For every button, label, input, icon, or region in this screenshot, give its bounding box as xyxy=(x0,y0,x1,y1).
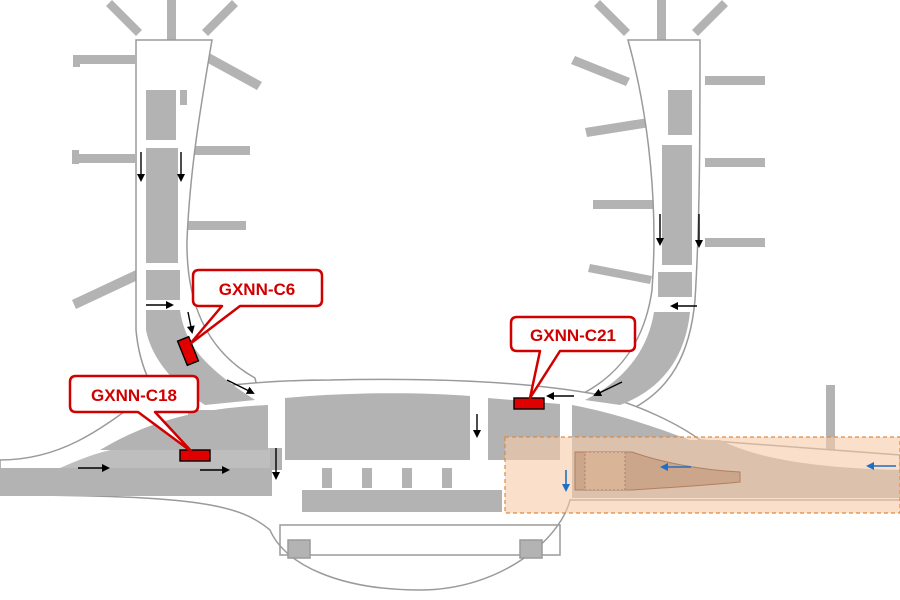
floor-zone xyxy=(585,312,690,405)
floor-zone xyxy=(146,148,178,263)
floor-zone xyxy=(402,468,412,488)
callout-c6-label: GXNN-C6 xyxy=(219,280,296,299)
floor-zone xyxy=(662,145,692,265)
gate-stubs xyxy=(72,0,835,455)
floor-zone xyxy=(285,393,470,460)
floor-zone xyxy=(146,90,176,140)
flow-arrows xyxy=(78,152,703,480)
gate-stub xyxy=(594,0,630,36)
gate-stub xyxy=(202,0,238,36)
gate-stub xyxy=(593,200,653,209)
gate-stub xyxy=(75,154,135,163)
flow-arrow xyxy=(186,311,195,334)
callout-c21-label: GXNN-C21 xyxy=(530,326,616,345)
gate-stub xyxy=(571,56,630,86)
stairs-left xyxy=(287,539,311,559)
gate-stub xyxy=(72,270,140,309)
floor-zone xyxy=(146,270,180,300)
gate-stub xyxy=(588,264,652,284)
gate-stub xyxy=(167,0,176,40)
floor-zone xyxy=(0,468,272,496)
callout-c21: GXNN-C21 xyxy=(509,315,637,400)
floor-zone xyxy=(442,468,452,488)
floor-zone xyxy=(668,90,692,135)
gate-stub xyxy=(75,55,135,64)
gate-stub xyxy=(72,150,79,164)
camera-marker-c21 xyxy=(513,397,545,410)
floor-zone xyxy=(572,405,690,440)
callout-c21-bubble xyxy=(509,315,637,400)
gate-stub xyxy=(195,48,262,90)
callout-c18: GXNN-C18 xyxy=(68,374,200,454)
callout-c18-bubble xyxy=(68,374,200,454)
gate-stub xyxy=(705,238,765,247)
highlight-zone xyxy=(504,436,900,514)
camera-marker-c18 xyxy=(179,449,211,462)
gate-stub xyxy=(657,0,666,40)
gate-stub xyxy=(585,118,650,137)
floor-zone xyxy=(180,90,187,105)
gate-stub xyxy=(826,385,835,455)
floor-zone xyxy=(362,468,372,488)
lower-level-outline xyxy=(279,524,561,556)
floor-zone xyxy=(146,310,255,405)
callout-c6-bubble xyxy=(188,268,324,346)
floor-zone xyxy=(302,490,502,512)
floor-zone xyxy=(322,468,332,488)
lower-level xyxy=(279,524,561,559)
floor-zone xyxy=(476,398,486,468)
flow-arrow xyxy=(226,379,255,394)
gate-stub xyxy=(188,221,246,230)
platform xyxy=(584,451,626,491)
callout-c18-label: GXNN-C18 xyxy=(91,386,177,405)
gate-stub xyxy=(106,0,142,36)
gate-stub xyxy=(705,158,765,167)
gate-stub xyxy=(692,0,728,36)
gate-stub xyxy=(73,55,80,67)
callout-c6: GXNN-C6 xyxy=(188,268,324,346)
transit-arrows xyxy=(562,462,896,492)
camera-marker-c6 xyxy=(176,335,200,367)
stairs-right xyxy=(519,539,543,559)
floor-zone xyxy=(188,410,268,450)
gate-stub xyxy=(705,76,765,85)
flow-arrow xyxy=(593,381,623,397)
gate-stub xyxy=(190,146,250,155)
floor-zone xyxy=(658,272,692,297)
